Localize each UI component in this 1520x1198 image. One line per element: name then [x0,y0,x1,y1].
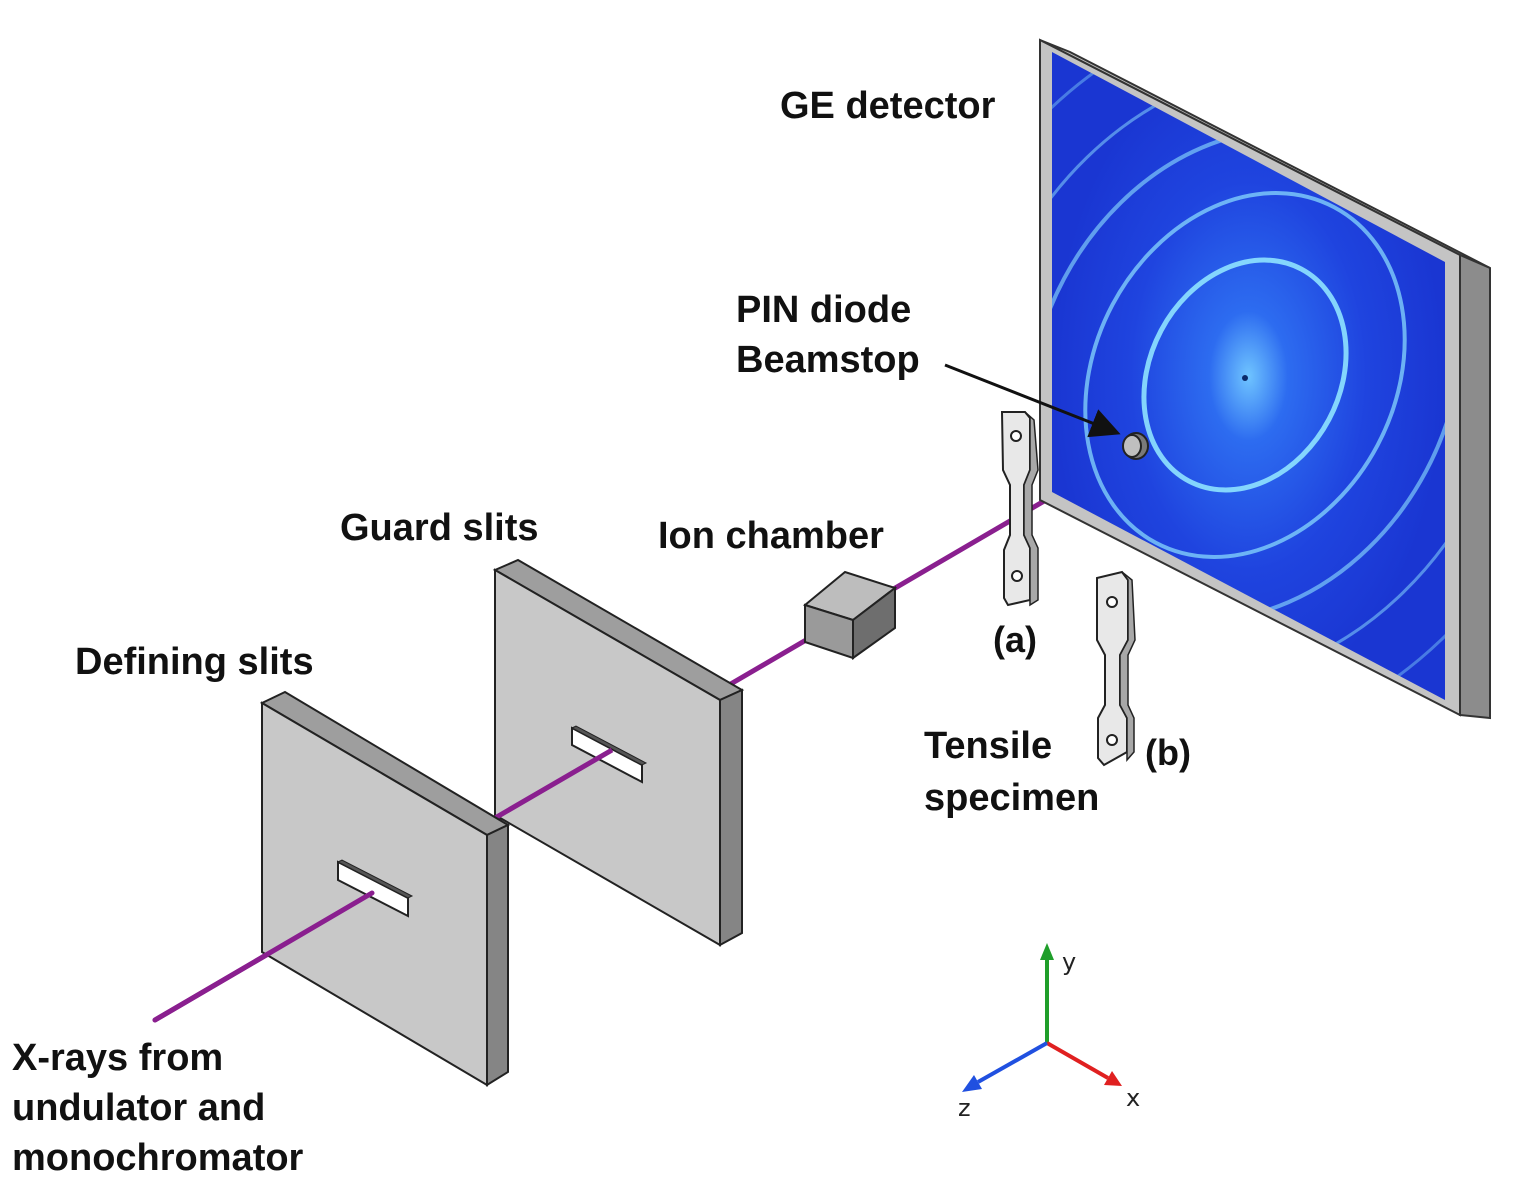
label-ion-chamber: Ion chamber [658,515,884,557]
label-undulator-and: undulator and [12,1087,265,1129]
label-xrays-from: X-rays from [12,1037,223,1079]
label-specimen-a: (a) [993,619,1037,660]
label-defining-slits: Defining slits [75,641,314,683]
label-beamstop: Beamstop [736,339,920,381]
beamstop-arrow [944,363,1121,438]
label-pin-diode: PIN diode [736,289,911,331]
beam-center-dot [1242,375,1248,381]
z-axis [977,1041,1048,1084]
label-monochromator: monochromator [12,1137,304,1179]
tensile-specimen-b [1096,570,1136,767]
z-axis-label: z [958,1094,971,1122]
tensile-specimen-a [1000,411,1039,607]
label-specimen: specimen [924,777,1099,819]
defining-slits [259,690,511,1087]
x-axis-arrowhead [1104,1071,1122,1086]
x-axis [1046,1041,1109,1080]
z-axis-arrowhead [962,1075,982,1092]
ge-detector [1039,38,1491,720]
label-guard-slits: Guard slits [340,507,539,549]
y-axis-arrowhead [1040,943,1054,960]
x-axis-label: x [1126,1084,1140,1112]
pin-diode-beamstop [1122,432,1149,460]
label-tensile: Tensile [924,725,1052,767]
ion-chamber [802,570,898,660]
label-ge-detector: GE detector [780,85,996,127]
coordinate-axes: y x z [958,943,1140,1122]
y-axis-label: y [1062,948,1076,976]
label-specimen-b: (b) [1145,732,1191,773]
guard-slits [492,558,745,947]
